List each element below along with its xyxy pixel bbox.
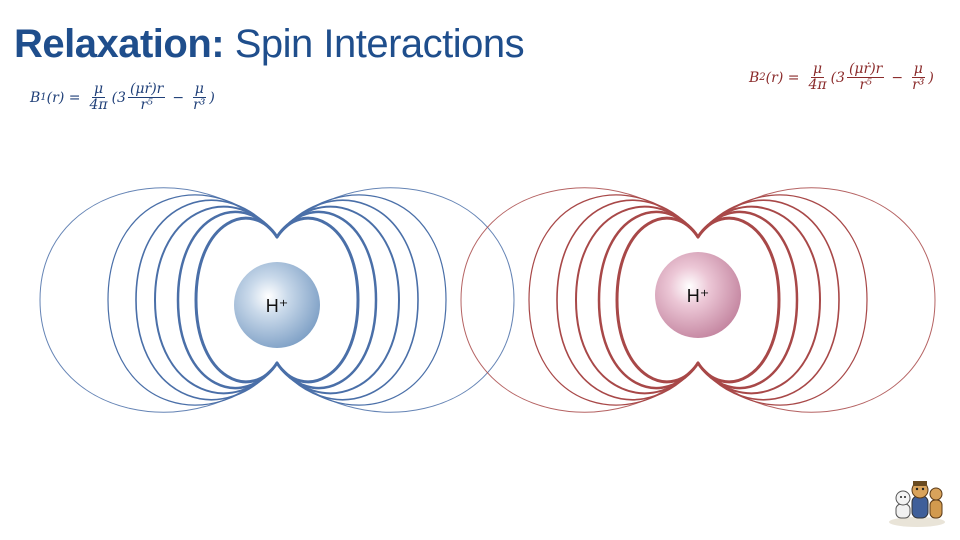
formula-b2-sub: 2 — [759, 72, 766, 84]
formula-b1-arg: (r) = — [46, 89, 81, 106]
slide-title: Relaxation: Spin Interactions — [14, 22, 525, 67]
field-lines-red — [460, 187, 936, 413]
formula-b2-lhs: B — [749, 69, 760, 86]
formula-b2-arg: (r) = — [765, 69, 800, 86]
formula-b1-minus: − — [172, 89, 185, 106]
atom-left-label: H⁺ — [266, 296, 289, 316]
formula-b2-minus: − — [891, 69, 904, 86]
formula-b2-close: ) — [928, 69, 934, 86]
formula-b1-sub: 1 — [40, 92, 47, 104]
title-bold: Relaxation: — [14, 22, 225, 66]
cartoon-mascot-icon — [889, 481, 945, 527]
formula-b1-lhs: B — [30, 89, 41, 106]
atom-left: H⁺ — [234, 262, 320, 348]
formula-b1-close: ) — [209, 89, 215, 106]
field-lines-blue — [39, 187, 515, 413]
atom-right-label: H⁺ — [687, 286, 710, 306]
formula-b2-open: (3 — [830, 69, 845, 86]
title-regular: Spin Interactions — [224, 22, 525, 66]
formula-b1-open: (3 — [111, 89, 126, 106]
atom-right: H⁺ — [655, 252, 741, 338]
